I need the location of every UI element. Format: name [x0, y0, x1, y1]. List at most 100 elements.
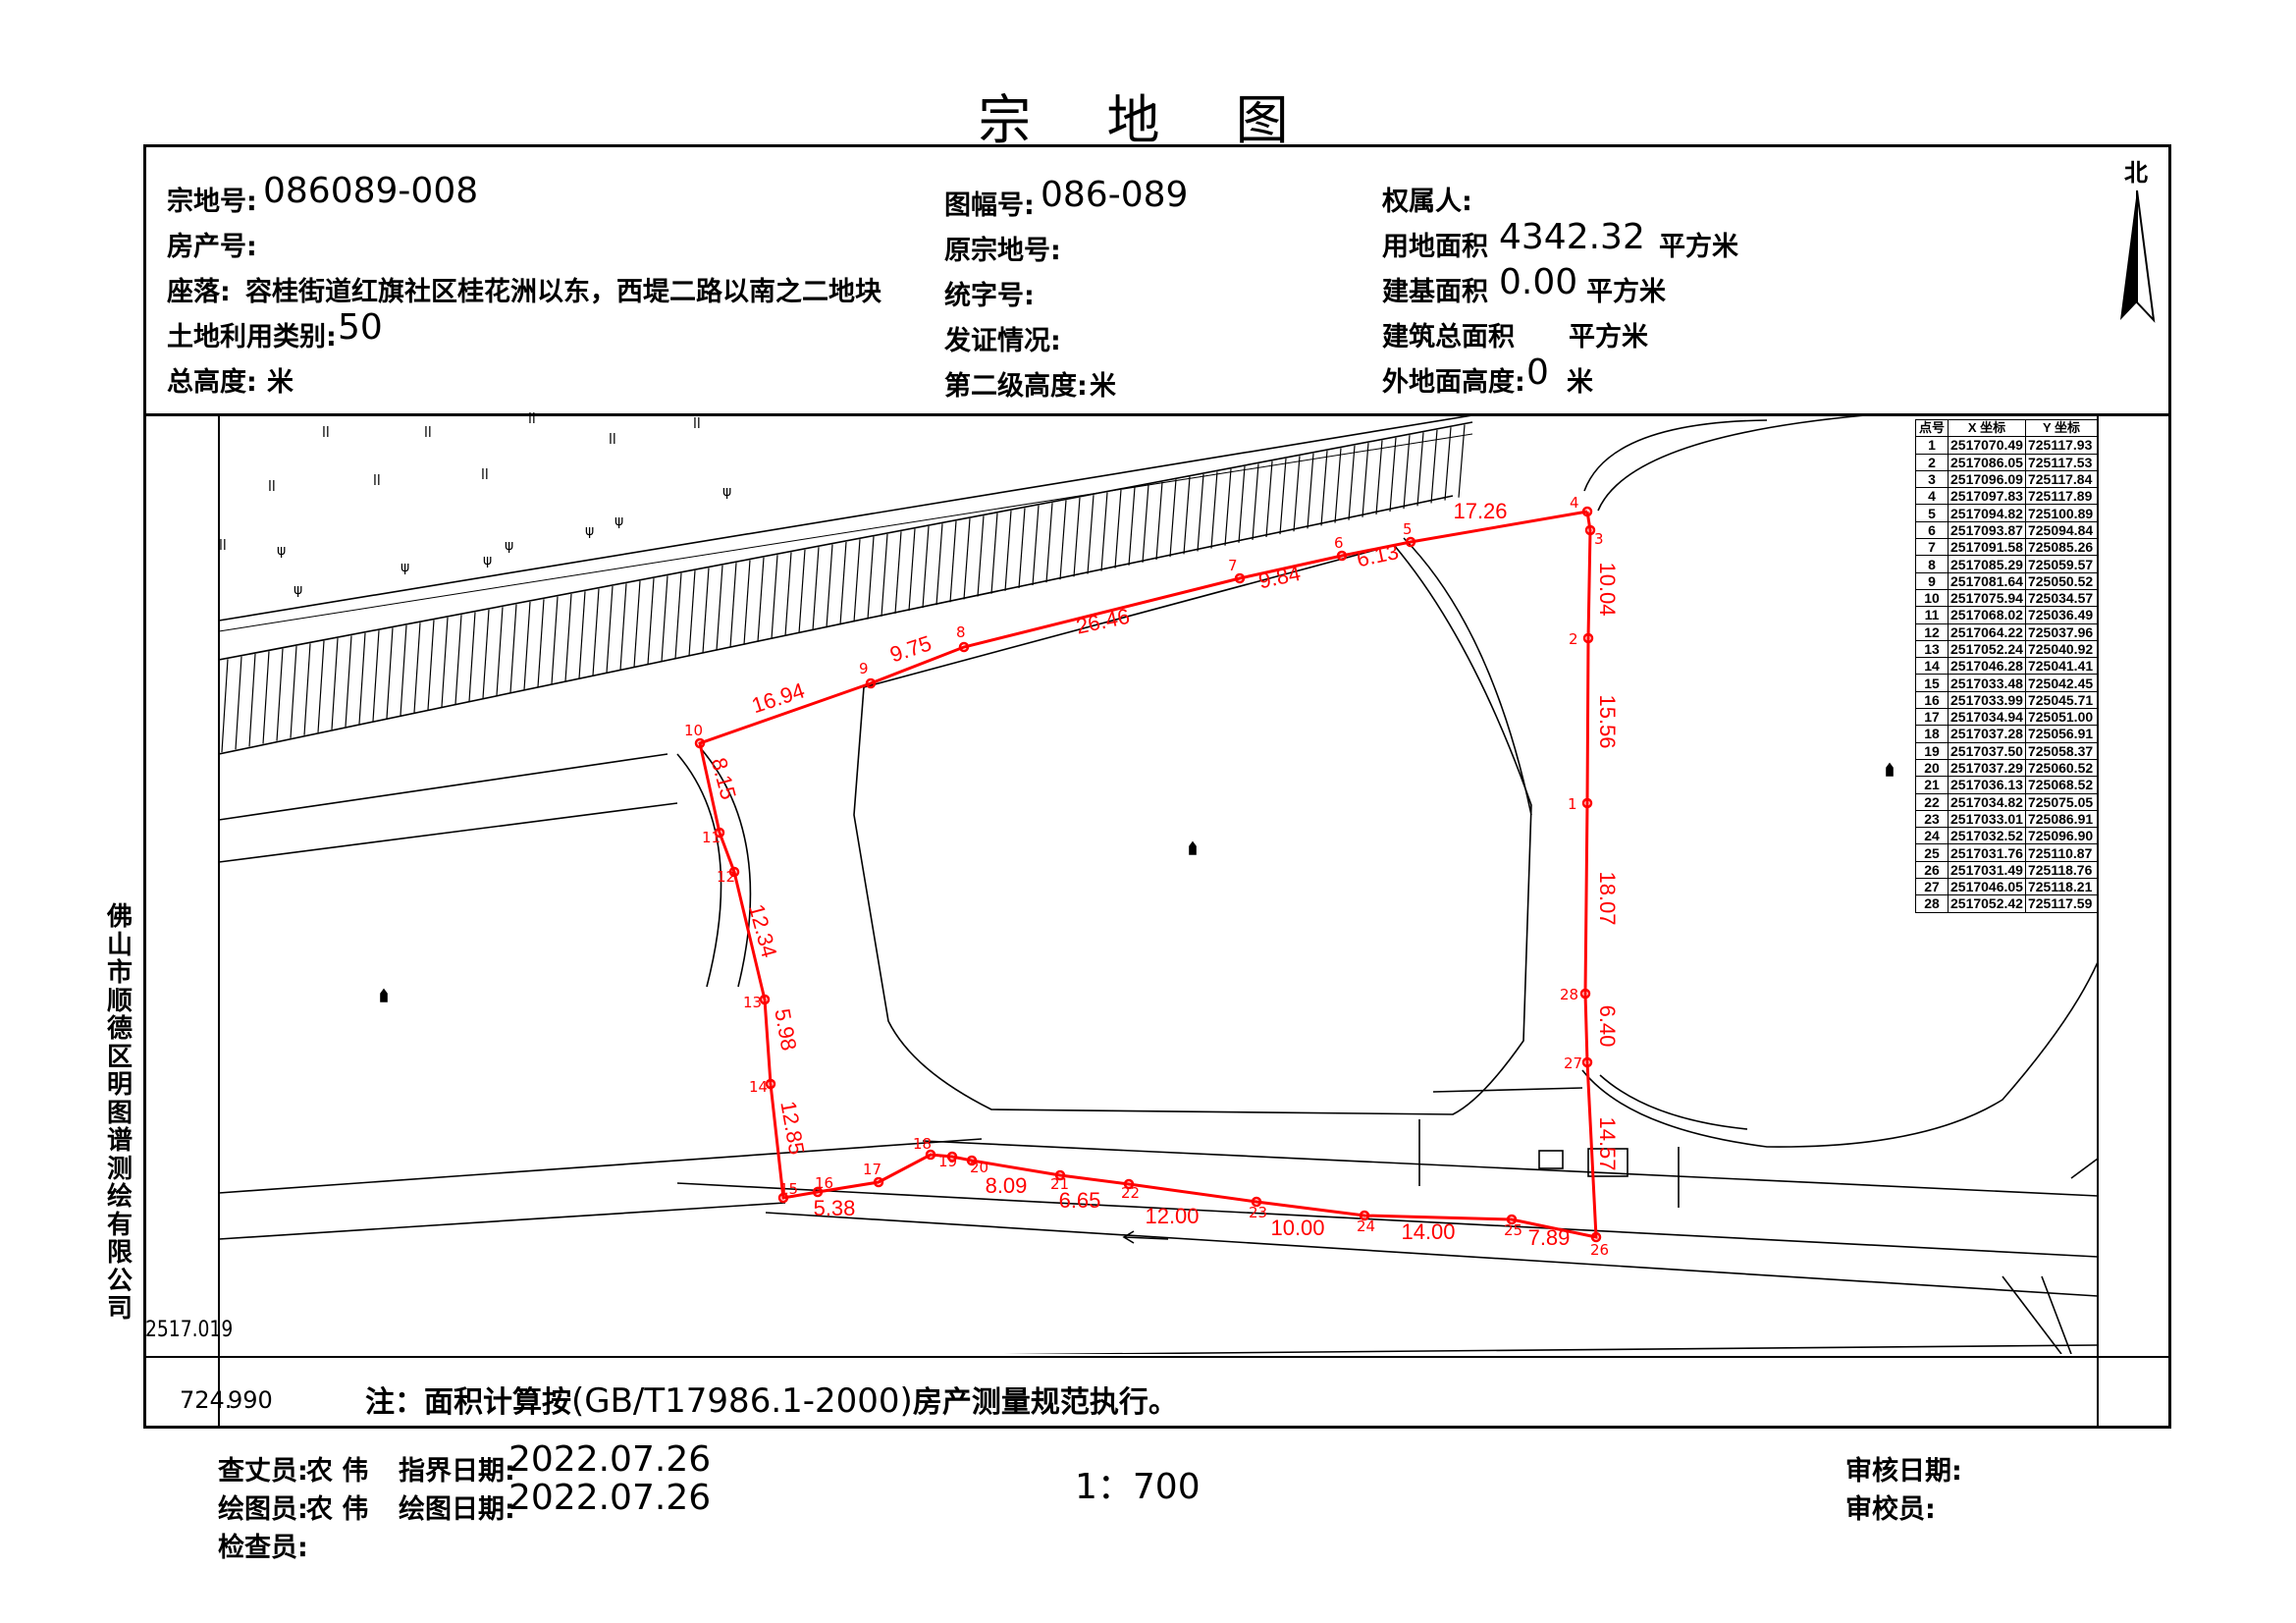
vertex-label: 9	[859, 660, 869, 677]
table-cell: 725041.41	[2024, 657, 2098, 676]
table-cell: 12	[1915, 622, 1949, 641]
hatch-line	[386, 627, 394, 719]
edge-length-label: 14.00	[1401, 1219, 1455, 1244]
edge-length-label: 18.07	[1595, 871, 1620, 925]
edge-length-label: 14.57	[1595, 1116, 1620, 1170]
vertex-label: 18	[913, 1135, 932, 1153]
table-cell: 26	[1915, 860, 1949, 880]
vertex-dot	[1590, 1231, 1602, 1243]
base-map	[219, 415, 2098, 1354]
svg-text:ll: ll	[424, 425, 432, 441]
table-cell: 19	[1915, 741, 1949, 760]
hatch-line	[743, 560, 751, 645]
land-area-unit: 平方米	[1659, 232, 1738, 262]
hatch-line	[1142, 484, 1149, 564]
table-cell: 2517052.24	[1948, 639, 2026, 659]
table-cell: 16	[1915, 690, 1949, 710]
base-area: 0.00	[1499, 262, 1578, 302]
svg-text:ψ: ψ	[294, 582, 302, 598]
table-cell: 2	[1915, 453, 1949, 471]
table-cell: 5	[1915, 504, 1949, 522]
parcel-no-label: 宗地号:	[167, 187, 257, 217]
table-cell: 2517081.64	[1948, 571, 2026, 590]
outer-height-unit: 米	[1567, 367, 1593, 398]
hatch-line	[262, 651, 270, 744]
vertex-label: 19	[938, 1153, 957, 1170]
coordinate-table-header: 点号 X 坐标 Y 坐标	[1915, 418, 2098, 438]
hatch-line	[1100, 492, 1108, 571]
total-height-unit: 米	[267, 367, 294, 398]
vertex-dot	[1359, 1210, 1370, 1221]
second-height-unit: 米	[1090, 371, 1116, 402]
hatch-line	[331, 638, 339, 730]
edge-length-label: 6.65	[1059, 1188, 1101, 1213]
floor-area-unit: 平方米	[1569, 322, 1648, 352]
vertex-label: 23	[1249, 1204, 1267, 1221]
hatch-line	[1169, 479, 1177, 558]
land-area-label: 用地面积	[1382, 232, 1488, 262]
hatch-line	[1307, 453, 1314, 529]
table-cell: 725058.37	[2024, 741, 2098, 760]
vertex-label: 10	[684, 722, 703, 739]
table-cell: 2517096.09	[1948, 469, 2026, 489]
edge-length-label: 6.13	[1355, 539, 1401, 571]
vertex-dot	[958, 641, 970, 653]
hatch-line	[881, 533, 888, 617]
table-cell: 2517070.49	[1948, 436, 2026, 455]
location: 容桂街道红旗社区桂花洲以东，西堤二路以南之二地块	[245, 277, 881, 307]
boundary-date: 2022.07.26	[508, 1439, 712, 1480]
vertex-dot	[714, 827, 725, 839]
vertex-dot	[1506, 1214, 1518, 1225]
hatch-line	[1320, 451, 1328, 526]
hatch-line	[894, 531, 902, 614]
hatch-line	[1279, 458, 1287, 535]
hatch-line	[523, 601, 531, 690]
table-cell: 8	[1915, 555, 1949, 573]
vertex-label: 8	[956, 623, 966, 641]
vertex-label: 21	[1050, 1175, 1069, 1193]
table-cell: 725094.84	[2024, 520, 2098, 540]
table-cell: 20	[1915, 758, 1949, 778]
edge-length-label: 26.46	[1074, 604, 1132, 639]
hatch-line	[1128, 487, 1136, 566]
checker-label: 检查员:	[218, 1533, 308, 1563]
vertex-dot	[812, 1186, 824, 1198]
hatch-line	[1210, 471, 1218, 549]
vertex-label: 4	[1570, 494, 1579, 512]
hatch-line	[248, 653, 256, 747]
hatch-line	[729, 563, 737, 648]
table-cell: 725110.87	[2024, 843, 2098, 862]
table-cell: 725085.26	[2024, 538, 2098, 557]
edge-length-label: 5.38	[814, 1196, 856, 1220]
hatch-line	[606, 585, 614, 674]
orig-parcel-label: 原宗地号:	[944, 236, 1061, 266]
hatch-line	[826, 544, 833, 628]
svg-text:ll: ll	[693, 416, 701, 432]
hatch-line	[413, 622, 421, 713]
table-cell: 725117.53	[2024, 453, 2098, 471]
table-cell: 725040.92	[2024, 639, 2098, 659]
parcel-vertices	[694, 506, 1602, 1243]
map-frame	[143, 144, 2171, 1429]
svg-text:ψ: ψ	[585, 523, 594, 539]
hatch-line	[454, 615, 462, 705]
vertex-dot	[1234, 572, 1246, 584]
col-header-y: Y 坐标	[2024, 418, 2098, 438]
note-divider	[143, 1356, 2171, 1358]
vertex-dot	[1336, 550, 1348, 562]
hatch-line	[441, 617, 449, 708]
hatch-line	[468, 612, 476, 702]
svg-text:ψ: ψ	[505, 538, 513, 554]
table-cell: 725117.84	[2024, 469, 2098, 489]
map-scale: 1：700	[1075, 1467, 1201, 1507]
table-cell: 25	[1915, 843, 1949, 862]
table-cell: 725034.57	[2024, 588, 2098, 608]
base-area-unit: 平方米	[1586, 277, 1666, 307]
